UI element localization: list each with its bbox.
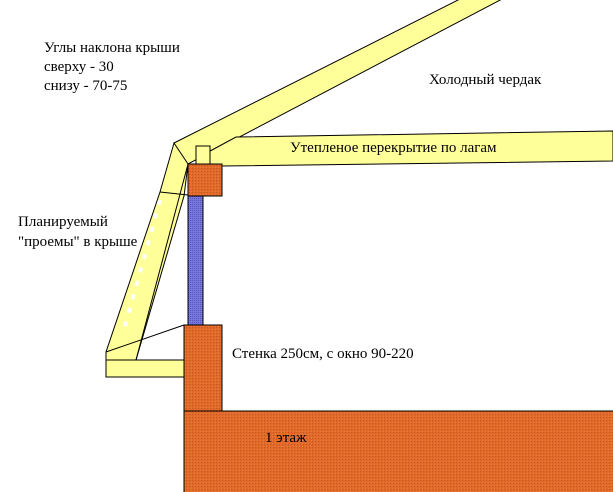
planned-openings-line2: "проемы" в крыше <box>18 234 138 250</box>
upper-wall-block <box>187 163 223 197</box>
window-opening <box>187 195 204 326</box>
lower-wall-pillar <box>183 324 223 412</box>
cold-attic-label: Холодный чердак <box>429 72 542 88</box>
rafter-post <box>195 145 211 165</box>
rafter-face-line <box>135 163 189 361</box>
planned-opening-marks <box>108 199 162 331</box>
roof-angles-title: Углы наклона крыши <box>44 40 180 56</box>
wall-label: Стенка 250см, с окно 90-220 <box>232 346 414 362</box>
planned-openings-line1: Планируемый <box>18 214 108 230</box>
rafter-seam <box>159 191 189 196</box>
first-floor-block <box>183 410 613 492</box>
insulated-floor-label: Утепленое перекрытие по лагам <box>290 140 497 156</box>
first-floor-label: 1 этаж <box>265 430 307 446</box>
roof-angles-top: сверху - 30 <box>44 59 114 75</box>
roof-angles-bottom: снизу - 70-75 <box>44 78 127 94</box>
lower-rafter-tie <box>105 324 185 353</box>
eave-board <box>105 359 185 378</box>
